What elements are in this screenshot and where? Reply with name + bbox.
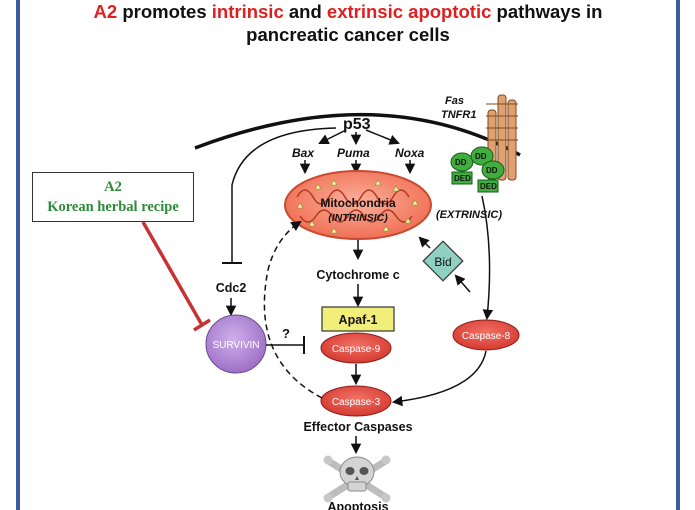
node-survivin: SURVIVIN [212,340,259,351]
node-effector-caspases: Effector Caspases [303,420,412,434]
title-promotes: promotes [117,1,212,22]
frame-left-border [16,0,20,510]
mitochondria-organelle [284,170,432,240]
fas-tnfr1-receptor [486,94,518,181]
frame-right-border [676,0,680,510]
arrow-p53-noxa [365,129,400,145]
ded-label-2: DED [480,182,497,191]
mito-intrinsic-label: (INTRINSIC) [328,212,388,224]
node-apaf1-box [321,306,395,332]
recipe-name: A2 [104,179,122,195]
arrow-casp8-casp3 [391,350,487,407]
arrow-ded-casp8 [481,195,494,321]
death-domain-complex: DD DD DD DED DED [450,146,505,193]
dd-label-2: DD [475,152,487,161]
cell-membrane [194,112,521,157]
dashed-loop-casp3-mito [263,220,323,399]
dd-label-1: DD [455,158,467,167]
title-intrinsic: intrinsic [211,1,284,22]
title-pathways: pathways in [491,1,603,22]
title-and: and [283,1,327,22]
node-apoptosis: Apoptosis [327,500,388,510]
title-extrinsic: extrinsic apoptotic [326,1,492,22]
node-apaf1: Apaf-1 [339,313,378,327]
mito-label: Mitochondria [320,196,396,210]
node-caspase8: Caspase-8 [462,331,511,342]
inhibit-p53-cdc2 [231,127,337,262]
label-tnfr1: TNFR1 [441,109,476,121]
node-bid-shape [422,240,464,282]
a2-recipe-box: A2 Korean herbal recipe [32,172,194,222]
node-survivin-shape [205,314,267,374]
arrow-p53-bax [318,129,347,144]
node-caspase3-shape [320,385,392,417]
node-noxa: Noxa [395,146,425,160]
node-caspase9-shape [320,332,392,364]
node-bax: Bax [292,146,315,160]
recipe-desc: Korean herbal recipe [47,199,179,215]
node-caspase8-shape [452,319,520,351]
arrow-bid-mito [418,236,431,249]
extrinsic-label: (EXTRINSIC) [436,209,502,221]
arrow-casp8-bid [454,274,471,293]
node-puma: Puma [337,146,370,160]
label-fas: Fas [445,95,464,107]
inhibit-a2-survivin-bar [193,318,211,332]
title-line-1: A2 promotes intrinsic and extrinsic apop… [20,0,676,23]
title-a2: A2 [93,1,118,22]
title-line-2: pancreatic cancer cells [246,24,450,45]
node-cdc2: Cdc2 [216,281,247,295]
node-cytochrome-c: Cytochrome c [316,268,399,282]
node-caspase9: Caspase-9 [332,344,381,355]
skull-crossbones-icon [323,455,391,503]
diagram-title: A2 promotes intrinsic and extrinsic apop… [20,0,676,46]
inhibit-a2-survivin [141,221,204,326]
ded-label-1: DED [454,174,471,183]
node-p53: p53 [343,116,371,133]
node-bid: Bid [434,255,451,269]
node-caspase3: Caspase-3 [332,397,381,408]
question-mark-label: ? [282,326,290,341]
dd-label-3: DD [486,166,498,175]
